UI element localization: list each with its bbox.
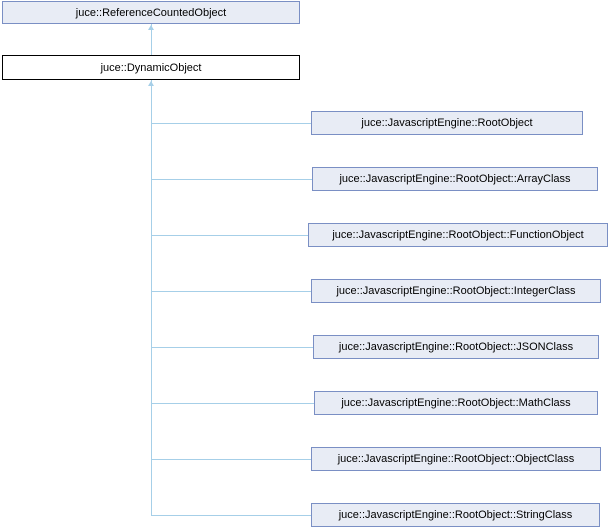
- arrowhead-icon-focus: [148, 81, 154, 86]
- inheritance-branch-line: [151, 515, 311, 516]
- class-node-label: juce::JavascriptEngine::RootObject::Math…: [341, 397, 571, 409]
- class-node-label: juce::JavascriptEngine::RootObject::Arra…: [339, 173, 571, 185]
- inheritance-branch-line: [151, 291, 311, 292]
- class-node-label: juce::JavascriptEngine::RootObject::JSON…: [338, 341, 574, 353]
- inheritance-branch-line: [151, 123, 311, 124]
- class-node-dynamic-object[interactable]: juce::DynamicObject: [2, 55, 300, 80]
- class-node-label: juce::JavascriptEngine::RootObject: [361, 117, 533, 129]
- inheritance-branch-line: [151, 235, 308, 236]
- class-node-string-class[interactable]: juce::JavascriptEngine::RootObject::Stri…: [311, 503, 600, 527]
- arrowhead-icon-base: [148, 25, 154, 30]
- inheritance-branch-line: [151, 347, 313, 348]
- class-node-reference-counted-object[interactable]: juce::ReferenceCountedObject: [2, 1, 300, 24]
- inheritance-edge-base-to-focus: [151, 24, 152, 55]
- class-node-array-class[interactable]: juce::JavascriptEngine::RootObject::Arra…: [312, 167, 598, 191]
- class-node-function-object[interactable]: juce::JavascriptEngine::RootObject::Func…: [308, 223, 608, 247]
- class-node-root-object[interactable]: juce::JavascriptEngine::RootObject: [311, 111, 583, 135]
- class-node-object-class[interactable]: juce::JavascriptEngine::RootObject::Obje…: [311, 447, 601, 471]
- inheritance-trunk-line: [151, 80, 152, 515]
- inheritance-branch-line: [151, 179, 312, 180]
- class-node-integer-class[interactable]: juce::JavascriptEngine::RootObject::Inte…: [311, 279, 601, 303]
- class-node-label: juce::DynamicObject: [100, 61, 202, 74]
- class-node-label: juce::JavascriptEngine::RootObject::Func…: [332, 229, 584, 241]
- class-node-label: juce::JavascriptEngine::RootObject::Obje…: [337, 453, 575, 465]
- class-node-jsonclass[interactable]: juce::JavascriptEngine::RootObject::JSON…: [313, 335, 599, 359]
- class-node-label: juce::JavascriptEngine::RootObject::Inte…: [336, 285, 576, 297]
- class-node-math-class[interactable]: juce::JavascriptEngine::RootObject::Math…: [314, 391, 598, 415]
- inheritance-branch-line: [151, 459, 311, 460]
- inheritance-branch-line: [151, 403, 314, 404]
- class-node-label: juce::ReferenceCountedObject: [75, 6, 227, 19]
- class-node-label: juce::JavascriptEngine::RootObject::Stri…: [338, 509, 573, 521]
